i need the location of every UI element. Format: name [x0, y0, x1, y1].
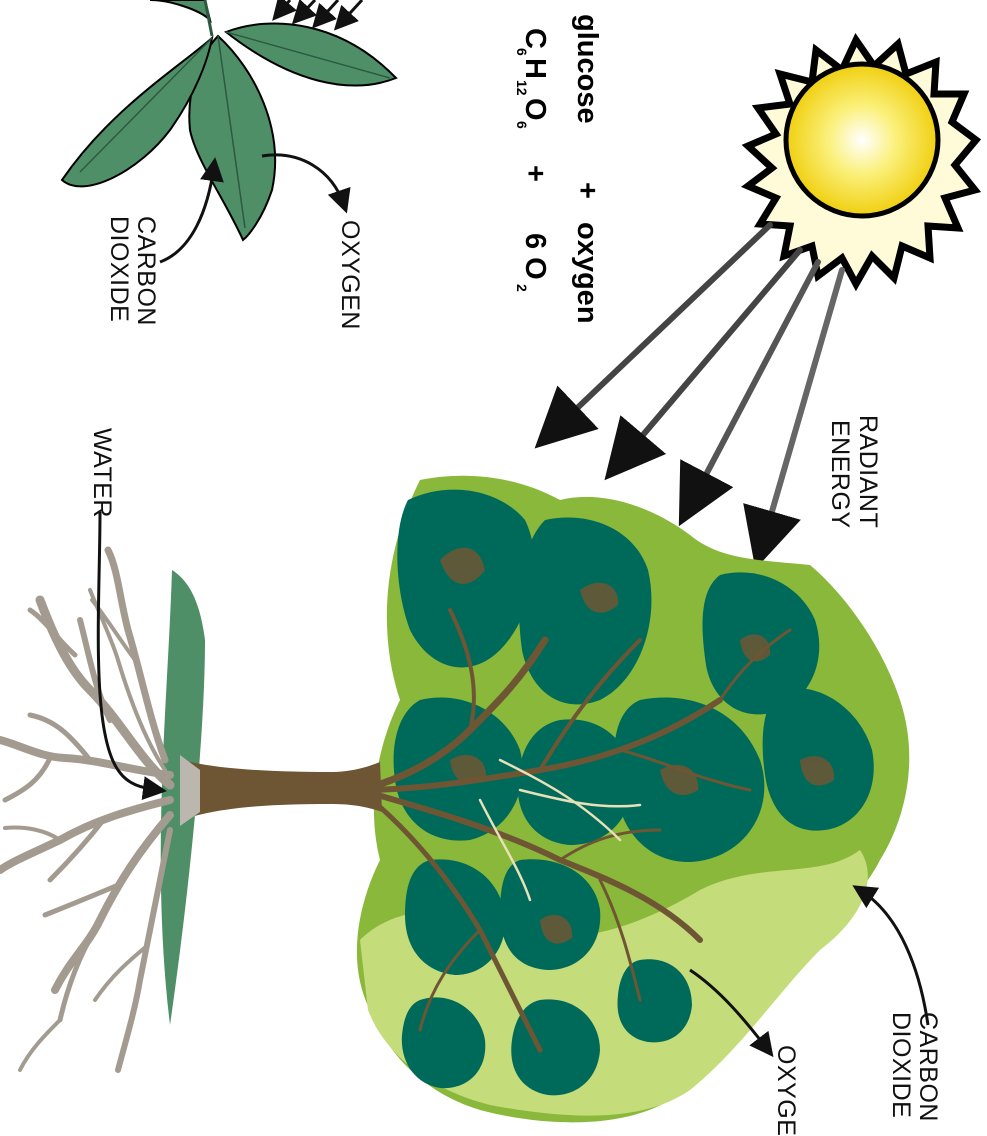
formula-6o: 6 O	[519, 233, 551, 280]
formula-h: H	[519, 58, 551, 79]
tree-oxygen-label: OXYGEN	[772, 1045, 800, 1136]
leaf-blade-top	[150, 0, 210, 20]
water-label: WATER	[88, 428, 116, 518]
ray-3	[690, 262, 818, 505]
leaf-carbon-dioxide-label-line2: DIOXIDE	[105, 216, 133, 322]
radiant-energy-label-line1: RADIANT	[854, 415, 882, 528]
soil-and-roots	[0, 512, 205, 1070]
leaf-oxygen-label: OXYGEN	[336, 220, 364, 330]
formula-c: C	[519, 28, 551, 49]
radiant-energy-label-line2: ENERGY	[826, 420, 854, 529]
tree	[180, 476, 928, 1123]
equation-plus-formula: +	[519, 165, 551, 182]
leaf-carbon-dioxide-arrow	[160, 166, 214, 262]
sun-core	[786, 64, 938, 216]
equation-words: glucose + oxygen	[571, 14, 603, 324]
leaf-stem	[205, 0, 212, 36]
tree-carbon-dioxide-arrow	[860, 890, 928, 1025]
formula-o-sub: 6	[514, 121, 530, 129]
formula-o: O	[519, 98, 551, 121]
formula-c-sub: 6	[514, 48, 530, 56]
tree-carbon-dioxide-label-line2: DIOXIDE	[887, 1012, 915, 1118]
equation-oxygen: oxygen	[571, 222, 603, 324]
sun	[748, 40, 976, 284]
equation-glucose: glucose	[571, 14, 603, 124]
equation-plus-words: +	[571, 182, 603, 199]
formula-6o-sub: 2	[514, 284, 530, 292]
roots	[0, 550, 170, 1070]
formula-h-sub: 12	[514, 80, 530, 96]
equation-formula: C 6 H 12 O 6 + 6 O 2	[514, 28, 551, 292]
leaf-carbon-dioxide-label-line1: CARBON	[132, 216, 160, 326]
tree-carbon-dioxide-label-line1: CARBON	[914, 1012, 942, 1122]
leaf-incoming-rays	[278, 0, 362, 24]
tree-trunk	[182, 760, 382, 820]
